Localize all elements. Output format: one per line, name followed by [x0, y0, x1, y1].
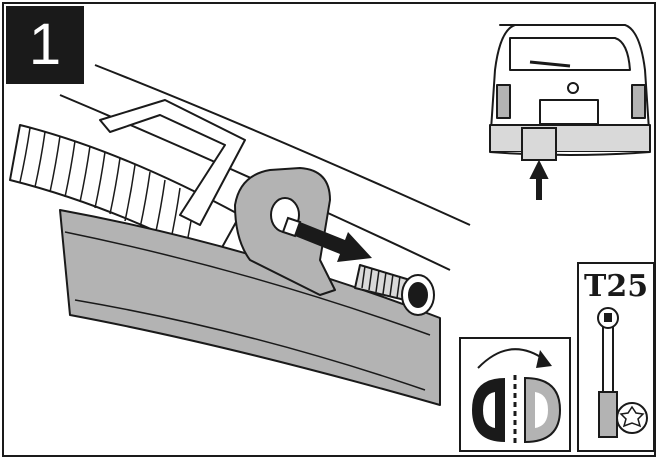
- remove-screw-arrow-icon: [281, 216, 372, 262]
- tow-bar-mount-highlight: [521, 127, 557, 200]
- rotate-clockwise-half-icon: [459, 337, 571, 452]
- tool-label: T25: [584, 269, 648, 304]
- bumper-bracket-screw-icon: [9, 64, 471, 406]
- van-rear-view-icon: [489, 24, 651, 156]
- torx-wrench-icon: T25: [577, 262, 655, 452]
- figure-frame: [2, 2, 656, 457]
- step-number-badge: 1: [6, 6, 84, 84]
